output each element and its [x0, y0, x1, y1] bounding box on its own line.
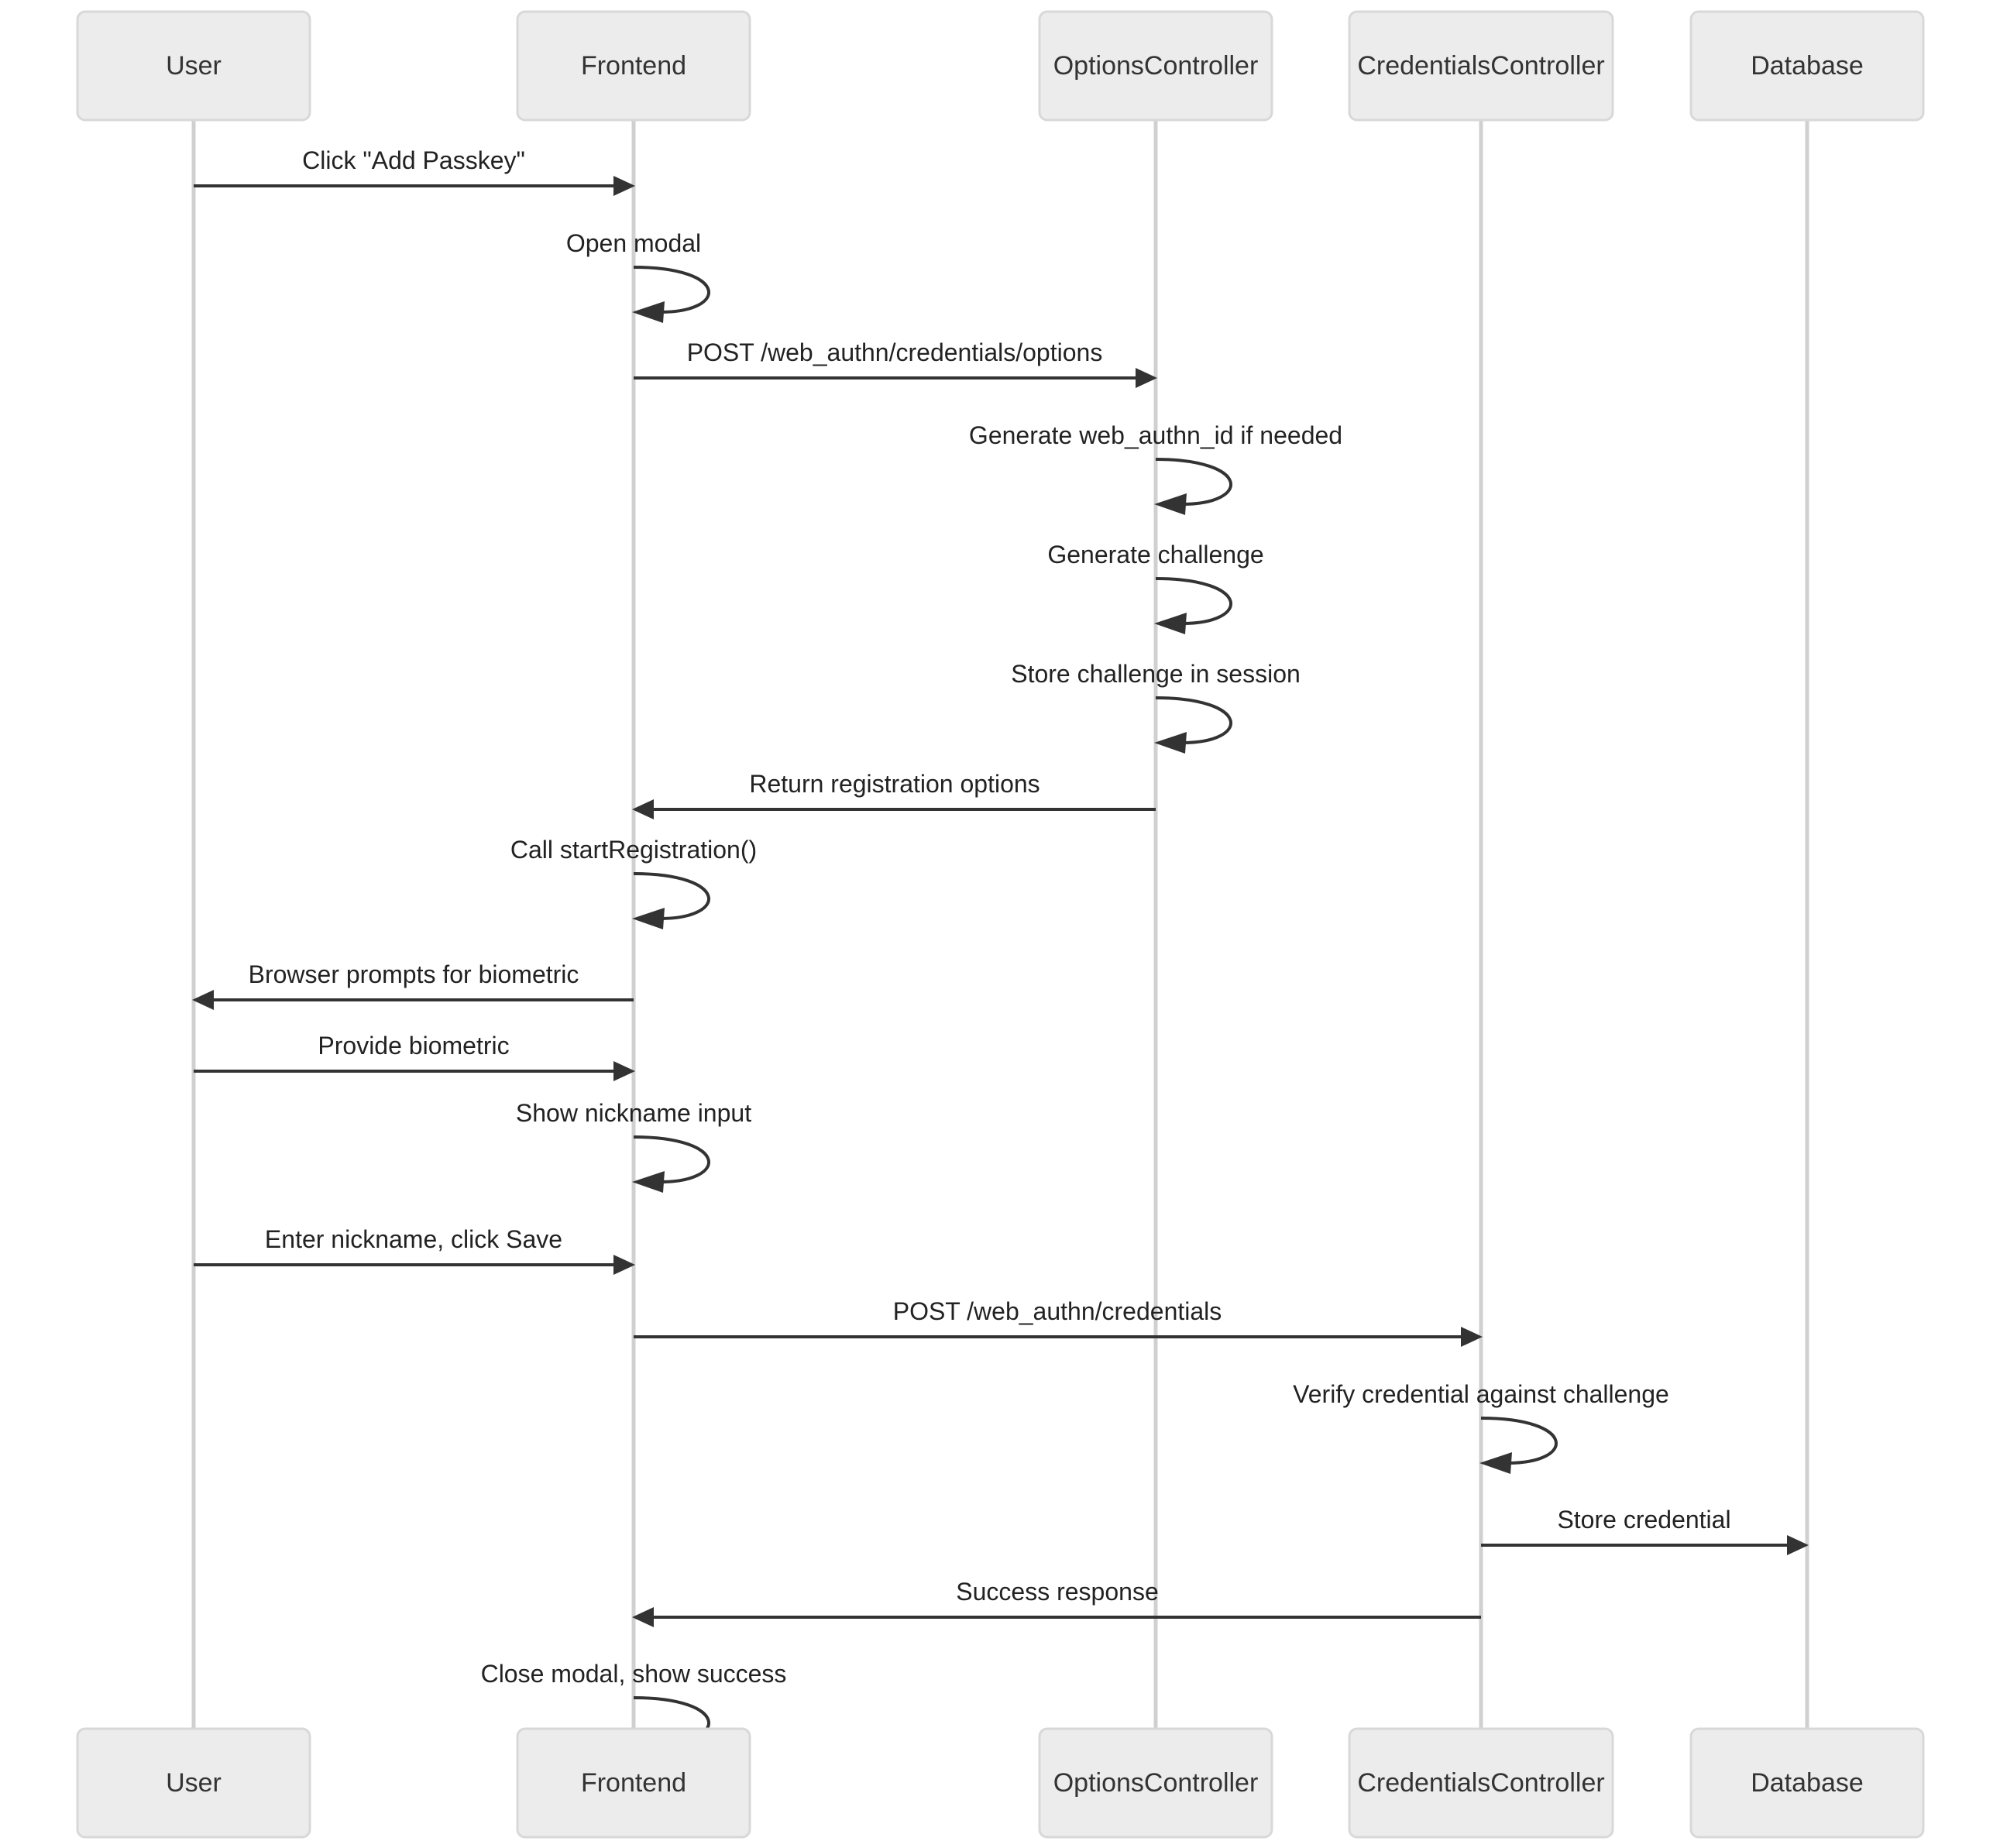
- message-label: Browser prompts for biometric: [249, 960, 579, 988]
- actor-box-rect: [1348, 1727, 1614, 1839]
- arrow-head: [192, 990, 214, 1010]
- self-loop-path: [1480, 1417, 1558, 1465]
- message-label: POST /web_authn/credentials: [893, 1297, 1222, 1325]
- message-label: Store credential: [1557, 1506, 1730, 1534]
- actor-label-database: Database: [1751, 1768, 1864, 1798]
- arrow-head: [1479, 1452, 1512, 1474]
- message-label: Show nickname input: [516, 1099, 751, 1127]
- actor-label-user: User: [166, 51, 222, 81]
- actor-label-options: OptionsController: [1053, 51, 1259, 81]
- actor-box-rect: [1038, 10, 1273, 122]
- actor-label-credentials: CredentialsController: [1357, 51, 1604, 81]
- message-9-left[interactable]: Browser prompts for biometric: [192, 960, 634, 1010]
- actor-box-top-credentials[interactable]: CredentialsController: [1348, 10, 1614, 122]
- actor-box-bottom-database[interactable]: Database: [1689, 1727, 1925, 1839]
- actor-box-rect: [1348, 10, 1614, 122]
- actor-box-rect: [76, 1727, 311, 1839]
- actor-box-bottom-user[interactable]: User: [76, 1727, 311, 1839]
- arrow-head: [1787, 1535, 1809, 1555]
- self-loop-path: [633, 266, 710, 314]
- self-loop-path: [1155, 696, 1232, 744]
- arrow-head: [632, 908, 665, 929]
- arrow-head: [632, 1607, 654, 1627]
- message-label: Generate challenge: [1047, 541, 1263, 568]
- arrow-head: [613, 176, 635, 196]
- message-16-left[interactable]: Success response: [632, 1578, 1481, 1627]
- actor-box-rect: [1038, 1727, 1273, 1839]
- actor-box-rect: [516, 1727, 751, 1839]
- message-10-right[interactable]: Provide biometric: [194, 1032, 635, 1081]
- arrow-head: [1461, 1327, 1483, 1347]
- actor-label-frontend: Frontend: [581, 1768, 686, 1798]
- actor-label-frontend: Frontend: [581, 51, 686, 81]
- actor-label-user: User: [166, 1768, 222, 1798]
- actor-box-top-user[interactable]: User: [76, 10, 311, 122]
- message-3-right[interactable]: POST /web_authn/credentials/options: [634, 338, 1157, 388]
- actor-label-credentials: CredentialsController: [1357, 1768, 1604, 1798]
- actor-box-rect: [1689, 1727, 1925, 1839]
- actor-box-bottom-options[interactable]: OptionsController: [1038, 1727, 1273, 1839]
- message-12-right[interactable]: Enter nickname, click Save: [194, 1225, 635, 1275]
- actor-box-rect: [516, 10, 751, 122]
- actor-box-top-options[interactable]: OptionsController: [1038, 10, 1273, 122]
- message-label: POST /web_authn/credentials/options: [687, 338, 1103, 366]
- actor-label-database: Database: [1751, 51, 1864, 81]
- actors-layer: UserUserFrontendFrontendOptionsControlle…: [76, 10, 1925, 1839]
- message-15-right[interactable]: Store credential: [1481, 1506, 1809, 1555]
- self-loop-path: [633, 1135, 710, 1183]
- message-label: Store challenge in session: [1011, 660, 1301, 688]
- message-label: Close modal, show success: [481, 1660, 787, 1688]
- message-13-right[interactable]: POST /web_authn/credentials: [634, 1297, 1483, 1347]
- actor-box-rect: [76, 10, 311, 122]
- message-2-self[interactable]: Open modal: [566, 229, 710, 323]
- message-17-self[interactable]: Close modal, show success: [481, 1660, 787, 1754]
- actor-box-rect: [1689, 10, 1925, 122]
- message-label: Click "Add Passkey": [302, 146, 525, 174]
- actor-box-top-frontend[interactable]: Frontend: [516, 10, 751, 122]
- message-label: Verify credential against challenge: [1293, 1380, 1669, 1408]
- arrow-head: [632, 301, 665, 323]
- message-7-left[interactable]: Return registration options: [632, 770, 1156, 819]
- message-label: Generate web_authn_id if needed: [969, 421, 1342, 449]
- message-4-self[interactable]: Generate web_authn_id if needed: [969, 421, 1342, 515]
- actor-box-top-database[interactable]: Database: [1689, 10, 1925, 122]
- message-label: Provide biometric: [318, 1032, 509, 1060]
- message-1-right[interactable]: Click "Add Passkey": [194, 146, 635, 196]
- actor-box-bottom-frontend[interactable]: Frontend: [516, 1727, 751, 1839]
- arrow-head: [632, 799, 654, 819]
- message-label: Return registration options: [749, 770, 1040, 798]
- arrow-head: [1136, 368, 1157, 388]
- message-11-self[interactable]: Show nickname input: [516, 1099, 751, 1193]
- arrow-head: [613, 1255, 635, 1275]
- message-label: Call startRegistration(): [510, 836, 757, 864]
- actor-label-options: OptionsController: [1053, 1768, 1259, 1798]
- message-14-self[interactable]: Verify credential against challenge: [1293, 1380, 1669, 1474]
- message-label: Success response: [956, 1578, 1158, 1606]
- self-loop-path: [1155, 458, 1232, 506]
- message-5-self[interactable]: Generate challenge: [1047, 541, 1264, 634]
- arrow-head: [1154, 732, 1187, 754]
- message-6-self[interactable]: Store challenge in session: [1011, 660, 1301, 754]
- message-label: Enter nickname, click Save: [265, 1225, 562, 1253]
- arrow-head: [1154, 493, 1187, 515]
- actor-box-bottom-credentials[interactable]: CredentialsController: [1348, 1727, 1614, 1839]
- self-loop-path: [633, 872, 710, 920]
- self-loop-path: [1155, 577, 1232, 625]
- arrow-head: [613, 1061, 635, 1081]
- arrow-head: [1154, 613, 1187, 634]
- message-8-self[interactable]: Call startRegistration(): [510, 836, 757, 929]
- message-label: Open modal: [566, 229, 701, 257]
- lifelines-layer: [191, 120, 1809, 1729]
- arrow-head: [632, 1171, 665, 1193]
